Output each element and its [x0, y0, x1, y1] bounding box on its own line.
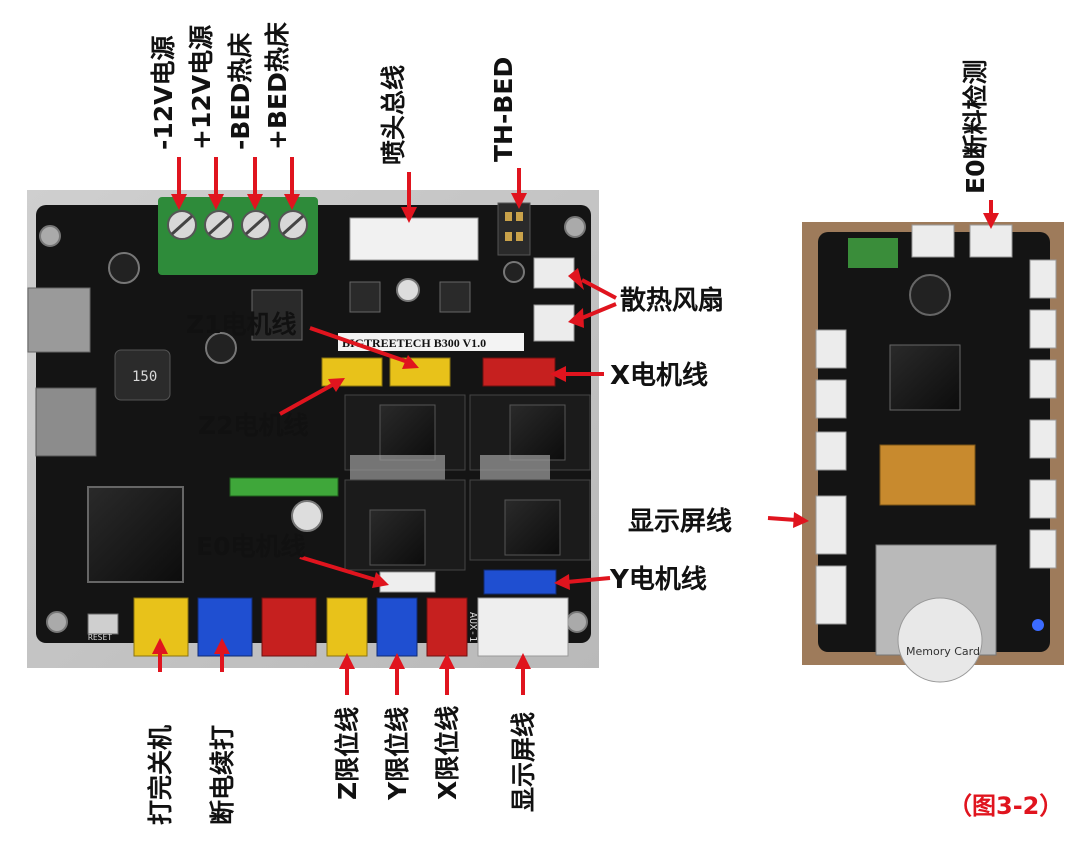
z1-motor-connector: [390, 358, 450, 386]
label-neg-bed: -BED热床: [226, 33, 255, 150]
mount-hole: [567, 612, 587, 632]
label-neg-12v: -12V电源: [149, 35, 178, 150]
buzzer: [910, 275, 950, 315]
x-motor-connector: [483, 358, 555, 386]
usb-port: [28, 288, 90, 352]
label-cooling-fan: 散热风扇: [620, 285, 724, 316]
label-z1-motor: Z1电机线: [186, 310, 297, 339]
display-connector: [478, 598, 568, 656]
filament-detect-connector: [970, 225, 1012, 257]
label-z2-motor: Z2电机线: [198, 411, 309, 440]
nozzle-bus-connector: [350, 218, 478, 260]
label-pos-bed: +BED热床: [263, 22, 292, 150]
mount-hole: [565, 217, 585, 237]
figure-reference: （图3-2）: [948, 792, 1063, 820]
main-mcu: [88, 487, 183, 582]
capacitor: [292, 501, 322, 531]
z-limit-connector: [327, 598, 367, 656]
inductor-label: 150: [132, 369, 157, 385]
green-header: [230, 478, 338, 496]
label-pos-12v: +12V电源: [187, 25, 216, 150]
y-motor-connector: [484, 570, 556, 594]
label-x-limit: X限位线: [433, 706, 462, 800]
reset-label: RESET: [88, 633, 112, 642]
mount-hole: [40, 226, 60, 246]
capacitor: [397, 279, 419, 301]
panel-top-connector: [912, 225, 954, 257]
label-y-limit: Y限位线: [383, 707, 412, 801]
mosfet: [350, 282, 380, 312]
label-z-limit: Z限位线: [333, 707, 362, 800]
label-power-loss-resume: 断电续打: [208, 725, 237, 825]
label-e0-motor: E0电机线: [196, 532, 305, 561]
label-display-cable-left: 显示屏线: [628, 507, 732, 537]
y-limit-connector: [377, 598, 417, 656]
e0-motor-connector: [380, 572, 435, 592]
label-print-shutdown: 打完关机: [146, 725, 175, 825]
th-bed-connector: [498, 203, 530, 255]
memory-card: [898, 598, 982, 682]
label-th-bed: TH-BED: [489, 57, 518, 162]
reset-button: [88, 614, 118, 634]
label-display-cable-bottom: 显示屏线: [509, 712, 538, 812]
capacitor: [109, 253, 139, 283]
spare-red-connector: [262, 598, 316, 656]
fan-connector-2: [534, 305, 574, 341]
capacitor: [504, 262, 524, 282]
mosfet: [440, 282, 470, 312]
ribbon-cable: [880, 445, 975, 505]
fan-connector-1: [534, 258, 574, 288]
sd-slot: [36, 388, 96, 456]
panel-green-part: [848, 238, 898, 268]
label-x-motor: X电机线: [610, 361, 708, 391]
panel-led: [1032, 619, 1044, 631]
label-nozzle-bus: 喷头总线: [379, 65, 408, 165]
mount-hole: [47, 612, 67, 632]
label-e0-filament-detect: E0断料检测: [961, 60, 990, 194]
aux-label: AUX-1: [467, 612, 478, 642]
memory-card-label: Memory Card: [906, 645, 980, 658]
label-y-motor: Y电机线: [609, 565, 707, 595]
panel-mcu: [890, 345, 960, 410]
x-limit-connector: [427, 598, 467, 656]
